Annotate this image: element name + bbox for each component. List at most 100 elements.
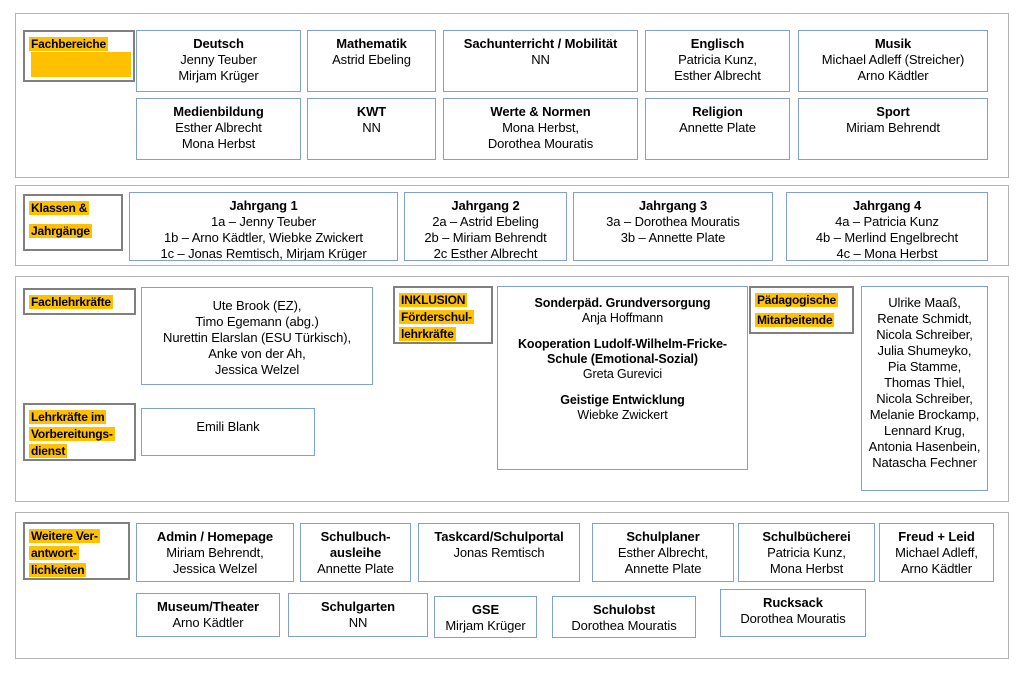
box-schulplaner: Schulplaner Esther Albrecht, Annette Pla… (592, 523, 734, 582)
box-musik: Musik Michael Adleff (Streicher) Arno Kä… (798, 30, 988, 92)
box-mathematik: Mathematik Astrid Ebeling (307, 30, 436, 92)
box-line: Timo Egemann (abg.) (195, 314, 319, 329)
tag-klassen-jahrgaenge: Klassen & Jahrgänge (23, 194, 123, 251)
box-line: Annette Plate (624, 561, 702, 576)
box-line: Pia Stamme, (887, 359, 962, 374)
box-line: 1b – Arno Kädtler, Wiebke Zwickert (164, 230, 363, 245)
tag-label-line: Fachbereiche (29, 37, 108, 51)
box-admin-homepage: Admin / Homepage Miriam Behrendt, Jessic… (136, 523, 294, 582)
group-title: Kooperation Ludolf-Wilhelm-Fricke-Schule… (518, 337, 727, 366)
tag-label-line: Vorbereitungs- (29, 427, 115, 441)
box-line: Miriam Behrendt, (166, 545, 264, 560)
box-jahrgang-4: Jahrgang 4 4a – Patricia Kunz 4b – Merli… (786, 192, 988, 261)
tag-label-line: dienst (29, 444, 68, 458)
box-line: Esther Albrecht (175, 120, 262, 135)
box-line: NN (362, 120, 381, 135)
box-line: Mona Herbst (181, 136, 256, 151)
box-title: Englisch (690, 36, 745, 51)
box-title: GSE (471, 602, 500, 617)
box-line: Arno Kädtler (172, 615, 244, 630)
box-line: Dorothea Mouratis (487, 136, 594, 151)
box-line: Michael Adleff (Streicher) (821, 52, 965, 67)
box-deutsch: Deutsch Jenny Teuber Mirjam Krüger (136, 30, 301, 92)
section-weitere-verantwortlichkeiten: Weitere Ver- antwort- lichkeiten Admin /… (15, 512, 1009, 659)
tag-label-line: Jahrgänge (29, 224, 92, 238)
box-line: 1a – Jenny Teuber (210, 214, 317, 229)
box-title: Mathematik (336, 36, 407, 51)
box-title: Taskcard/Schulportal (434, 529, 564, 544)
box-title: Werte & Normen (490, 104, 591, 119)
box-line: Julia Shumeyko, (877, 343, 972, 358)
box-title: Sport (876, 104, 910, 119)
box-line: Jessica Welzel (172, 561, 258, 576)
inklusion-group: Kooperation Ludolf-Wilhelm-Fricke-Schule… (502, 337, 743, 382)
box-line: Renate Schmidt, (877, 311, 972, 326)
group-line: Anja Hoffmann (581, 311, 664, 325)
tag-label-line: Weitere Ver- (29, 529, 100, 543)
group-line: Greta Gurevici (582, 367, 663, 381)
tag-label-line: Förderschul- (399, 310, 474, 324)
box-title: Schulbuch- (320, 529, 391, 544)
box-title: Freud + Leid (898, 529, 975, 544)
box-taskcard-schulportal: Taskcard/Schulportal Jonas Remtisch (418, 523, 580, 582)
box-line: Jenny Teuber (180, 52, 257, 67)
box-vorbereitungsdienst-list: Emili Blank (141, 408, 315, 456)
box-fachlehrkraefte-list: Ute Brook (EZ), Timo Egemann (abg.) Nure… (141, 287, 373, 385)
box-line: Annette Plate (679, 120, 756, 135)
section-fachbereiche: Fachbereiche Deutsch Jenny Teuber Mirjam… (15, 13, 1009, 178)
box-title: Sachunterricht / Mobilität (463, 36, 618, 51)
box-religion: Religion Annette Plate (645, 98, 790, 160)
box-schulbuchausleihe: Schulbuch- ausleihe Annette Plate (300, 523, 411, 582)
box-title: Medienbildung (173, 104, 264, 119)
tag-fachlehrkraefte: Fachlehrkräfte (23, 288, 136, 315)
tag-label-line: Klassen & (29, 201, 90, 215)
box-line: Mirjam Krüger (445, 618, 526, 633)
box-inklusion-list: Sonderpäd. Grundversorgung Anja Hoffmann… (497, 286, 748, 470)
box-line: 2b – Miriam Behrendt (424, 230, 547, 245)
box-line: Patricia Kunz, (767, 545, 846, 560)
box-line: Emili Blank (196, 419, 260, 434)
tag-label-line: Lehrkräfte im (29, 410, 107, 424)
box-line: Dorothea Mouratis (571, 618, 677, 633)
box-line: NN (348, 615, 368, 630)
box-line: 4b – Merlind Engelbrecht (815, 230, 959, 245)
box-gse: GSE Mirjam Krüger (434, 596, 537, 638)
box-title: Schulobst (593, 602, 655, 617)
box-kwt: KWT NN (307, 98, 436, 160)
box-line: Astrid Ebeling (332, 52, 411, 67)
group-title: Sonderpäd. Grundversorgung (534, 296, 711, 310)
inklusion-group: Sonderpäd. Grundversorgung Anja Hoffmann (502, 296, 743, 326)
box-title: Jahrgang 2 (451, 198, 520, 213)
box-englisch: Englisch Patricia Kunz, Esther Albrecht (645, 30, 790, 92)
box-line: 3b – Annette Plate (620, 230, 726, 245)
box-title: Jahrgang 3 (638, 198, 708, 213)
section-lehrkraefte-inklusion: Fachlehrkräfte Ute Brook (EZ), Timo Egem… (15, 276, 1009, 502)
box-line: Michael Adleff, (895, 545, 978, 560)
box-line: 4c – Mona Herbst (836, 246, 938, 261)
tag-label-line: lichkeiten (29, 563, 87, 577)
box-line: Nicola Schreiber, (876, 327, 973, 342)
box-line: Antonia Hasenbein, (868, 439, 981, 454)
tag-label-line: INKLUSION (399, 293, 468, 307)
box-werte-normen: Werte & Normen Mona Herbst, Dorothea Mou… (443, 98, 638, 160)
inklusion-group: Geistige Entwicklung Wiebke Zwickert (502, 393, 743, 423)
box-line: 4a – Patricia Kunz (835, 214, 939, 229)
box-title: Schulplaner (626, 529, 700, 544)
box-line: Arno Kädtler (900, 561, 973, 576)
tag-paedagogische-mitarbeitende: Pädagogische Mitarbeitende (749, 286, 854, 334)
box-title: ausleihe (329, 545, 382, 560)
box-line: 1c – Jonas Remtisch, Mirjam Krüger (160, 246, 367, 261)
group-title: Geistige Entwicklung (560, 393, 685, 407)
box-freud-leid: Freud + Leid Michael Adleff, Arno Kädtle… (879, 523, 994, 582)
box-jahrgang-2: Jahrgang 2 2a – Astrid Ebeling 2b – Miri… (404, 192, 567, 261)
box-line: Lennard Krug, (883, 423, 966, 438)
box-line: Nicola Schreiber, (876, 391, 973, 406)
box-museum-theater: Museum/Theater Arno Kädtler (136, 593, 280, 637)
box-title: Schulgarten (320, 599, 396, 614)
tag-label-line: Mitarbeitende (755, 313, 835, 327)
box-title: Museum/Theater (157, 599, 259, 614)
box-sachunterricht-mobilitaet: Sachunterricht / Mobilität NN (443, 30, 638, 92)
group-line: Wiebke Zwickert (577, 408, 668, 422)
box-title: Religion (692, 104, 743, 119)
